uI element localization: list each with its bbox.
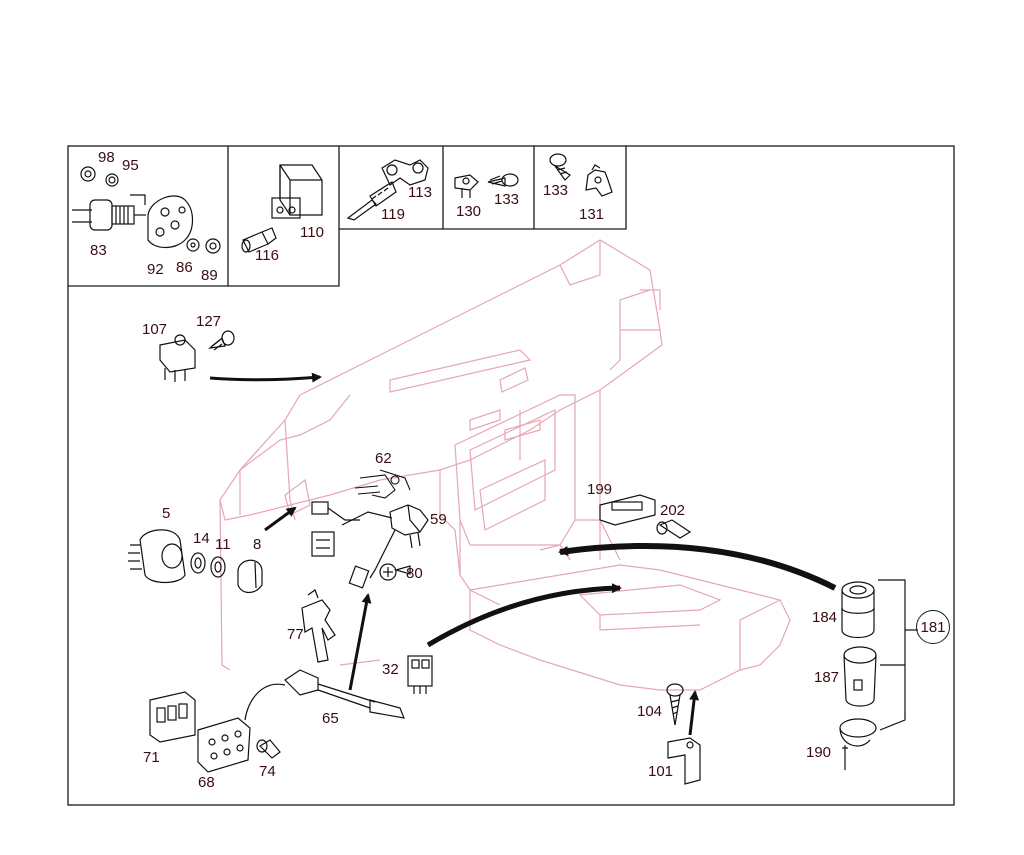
label-80: 80 <box>406 565 423 582</box>
part-8-knob <box>237 559 263 594</box>
part-133-screw-b <box>549 153 571 181</box>
part-190-lamp <box>839 718 877 770</box>
label-131: 131 <box>579 206 605 223</box>
part-104-screw <box>666 683 684 726</box>
part-107-microswitch <box>159 334 196 382</box>
label-89: 89 <box>201 267 218 284</box>
label-95: 95 <box>122 157 139 174</box>
part-lever <box>348 529 396 589</box>
part-101-bracket <box>667 737 701 785</box>
label-119: 119 <box>381 206 405 223</box>
arrow-107 <box>209 372 322 383</box>
outer-frame <box>67 145 955 806</box>
label-77: 77 <box>287 626 304 643</box>
label-62: 62 <box>375 450 392 467</box>
label-86: 86 <box>176 259 193 276</box>
label-68: 68 <box>198 774 215 791</box>
part-77-bracket <box>301 589 336 663</box>
label-65: 65 <box>322 710 339 727</box>
part-83-switch <box>72 199 146 231</box>
part-130-clip <box>454 174 479 198</box>
label-187: 187 <box>814 669 840 686</box>
part-181-bracket-lines <box>878 579 918 731</box>
part-113-clip <box>381 159 429 186</box>
part-65-lever <box>244 669 405 721</box>
label-32: 32 <box>382 661 399 678</box>
part-98-95-washers <box>80 166 119 187</box>
part-62-wiring <box>354 469 411 499</box>
inset-boxes <box>68 146 627 287</box>
label-92: 92 <box>147 261 164 278</box>
part-127-screw <box>208 330 235 351</box>
label-14: 14 <box>193 530 210 547</box>
label-113: 113 <box>408 184 432 201</box>
part-32-connector <box>407 655 433 694</box>
label-74: 74 <box>259 763 276 780</box>
part-92-plate <box>130 194 194 249</box>
label-199: 199 <box>587 481 613 498</box>
label-202: 202 <box>660 502 686 519</box>
label-133-b: 133 <box>543 182 569 199</box>
part-119-probe <box>346 181 397 221</box>
label-190: 190 <box>806 744 832 761</box>
dashboard-outline <box>219 239 791 691</box>
part-71-panel <box>149 691 196 743</box>
label-83: 83 <box>90 242 107 259</box>
label-11: 11 <box>215 536 231 553</box>
part-110-relay <box>271 164 323 219</box>
part-202-bulb <box>656 519 692 539</box>
part-59-switch-block <box>341 504 429 549</box>
assembly-arrows <box>209 372 837 736</box>
label-98: 98 <box>98 149 115 166</box>
arrow-101 <box>688 690 700 736</box>
part-133-screw-a <box>487 173 519 187</box>
label-8: 8 <box>253 536 262 553</box>
part-187-socket <box>843 646 877 707</box>
part-86-89-nuts <box>186 238 221 254</box>
label-110: 110 <box>300 224 324 241</box>
label-130: 130 <box>456 203 482 220</box>
label-181: 181 <box>916 610 950 644</box>
arrow-8 <box>264 506 297 532</box>
part-wire-connector <box>311 501 360 557</box>
label-5: 5 <box>162 505 171 522</box>
label-59: 59 <box>430 511 447 528</box>
label-104: 104 <box>637 703 663 720</box>
label-116: 116 <box>255 247 279 264</box>
part-80-screw <box>379 563 411 581</box>
part-184-socket <box>841 581 875 639</box>
part-14-11-washers <box>190 552 226 578</box>
part-68-module <box>197 717 251 773</box>
part-131-bracket <box>585 164 613 197</box>
arrow-184 <box>558 542 837 591</box>
label-107: 107 <box>142 321 168 338</box>
label-184: 184 <box>812 609 838 626</box>
part-5-switch-body <box>128 529 186 584</box>
label-133-a: 133 <box>494 191 520 208</box>
label-101: 101 <box>648 763 674 780</box>
part-74-bulb <box>256 739 281 759</box>
part-199-switch <box>599 494 656 526</box>
label-71: 71 <box>143 749 160 766</box>
arrow-65 <box>348 593 372 691</box>
label-127: 127 <box>196 313 222 330</box>
part-116-bulb <box>241 227 277 253</box>
arrow-32 <box>426 583 622 648</box>
